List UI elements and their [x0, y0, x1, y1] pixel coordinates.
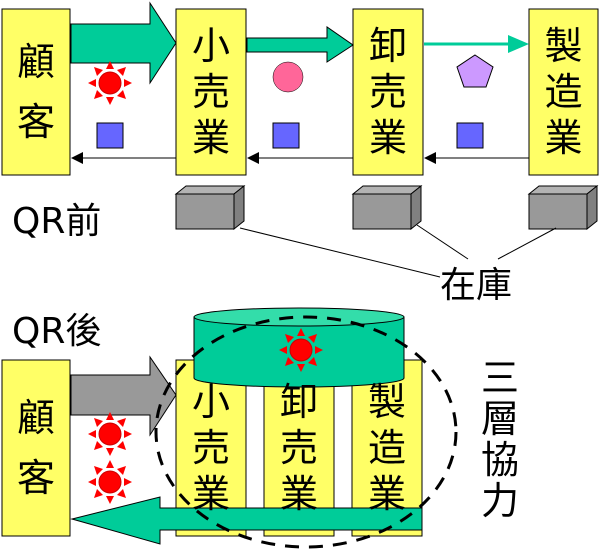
pink-circle-icon — [272, 61, 304, 93]
sun-icon — [87, 411, 133, 457]
before-wholesaler-label: 卸 売 業 — [368, 24, 407, 160]
delivery-arrowhead-retailer — [247, 152, 259, 164]
sun-icon — [278, 327, 324, 373]
blue-square-icon — [456, 122, 484, 149]
before-customer-label: 顧 客 — [16, 40, 55, 144]
inventory-label: 在庫 — [440, 265, 513, 306]
after-manufacturer-box — [351, 359, 423, 537]
order-arrow-retailer-wholesaler — [246, 26, 354, 63]
after-wholesaler-label: 卸 売 業 — [279, 380, 318, 516]
sun-icon — [87, 459, 133, 505]
order-arrow-customer-partners — [70, 355, 177, 437]
before-retailer-label: 小 売 業 — [191, 24, 230, 160]
inventory-box-retailer — [175, 185, 245, 230]
before-manufacturer-label: 製 造 業 — [544, 24, 583, 160]
delivery-arrowhead-customer — [71, 152, 83, 164]
order-arrow-customer-retailer — [70, 1, 177, 85]
order-arrowhead-wholesaler-manufacturer — [508, 35, 529, 53]
after-title: QR後 — [12, 311, 102, 352]
inventory-box-manufacturer — [528, 185, 598, 230]
delivery-arrow-partners-customer — [70, 496, 423, 545]
cooperation-dashed-ellipse — [154, 315, 458, 549]
blue-square-icon — [272, 122, 300, 149]
cooperation-label: 三 層 協 力 — [480, 356, 519, 523]
before-wholesaler-box — [352, 8, 424, 176]
after-customer-label: 顧 客 — [16, 396, 55, 500]
before-customer-box — [1, 8, 71, 176]
before-retailer-box — [175, 8, 247, 176]
sun-icon — [87, 60, 133, 106]
after-customer-box — [1, 359, 71, 537]
after-wholesaler-box — [263, 359, 335, 537]
before-title: QR前 — [12, 201, 102, 242]
inventory-leader-line — [497, 227, 557, 260]
inventory-leader-line — [416, 224, 469, 260]
after-retailer-box — [175, 359, 247, 537]
pentagon-icon — [456, 54, 494, 88]
blue-square-icon — [96, 122, 124, 149]
after-manufacturer-label: 製 造 業 — [367, 380, 406, 516]
delivery-arrowhead-wholesaler — [424, 152, 436, 164]
before-manufacturer-box — [528, 8, 599, 176]
inventory-leader-line — [239, 227, 441, 278]
after-retailer-label: 小 売 業 — [191, 380, 230, 516]
inventory-box-wholesaler — [352, 185, 422, 230]
